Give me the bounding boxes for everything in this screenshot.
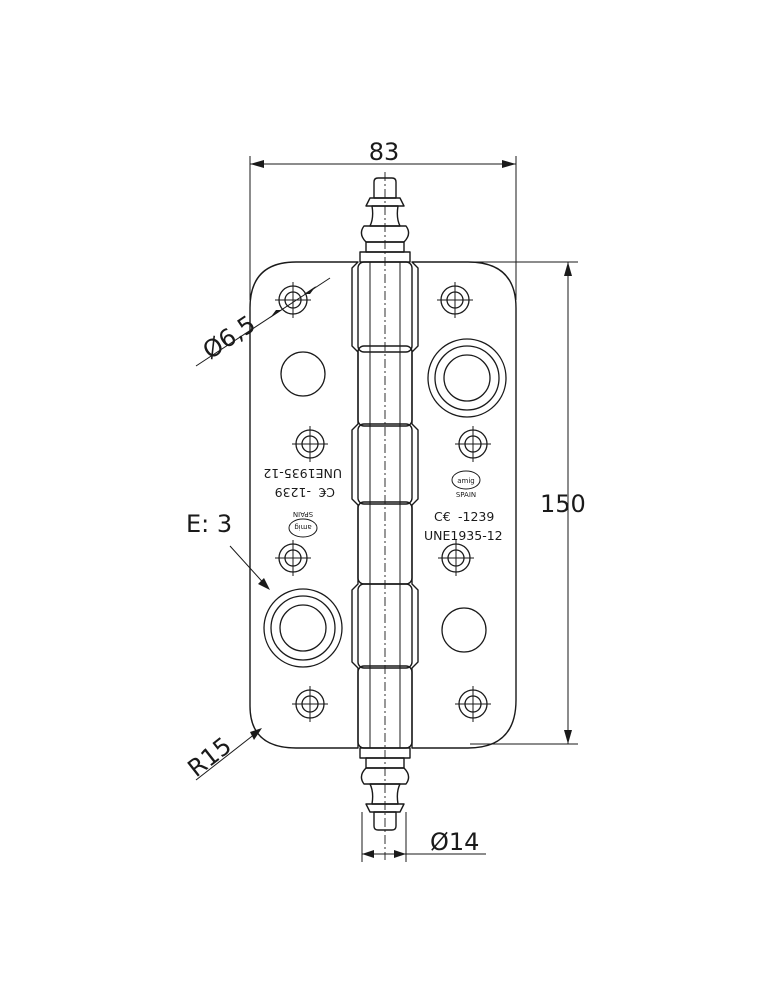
hole-diameter-label: Ø6,5 <box>198 310 261 365</box>
large-holes <box>263 338 507 668</box>
brand-logo: amig <box>288 518 318 538</box>
ce-mark: C€ <box>318 485 335 500</box>
security-pin-boss <box>427 338 507 418</box>
right-leaf <box>411 261 517 749</box>
markings-right: amig SPAIN C€ -1239 UNE1935-12 <box>424 470 503 543</box>
screw-hole <box>455 686 491 722</box>
screw-hole <box>292 686 328 722</box>
screw-holes <box>275 282 491 722</box>
screw-hole <box>275 540 311 576</box>
ce-number: -1239 <box>458 509 494 524</box>
top-finial <box>359 177 411 263</box>
left-leaf <box>249 261 359 749</box>
screw-hole <box>437 282 473 318</box>
svg-text:amig: amig <box>294 523 312 531</box>
markings-left: amig SPAIN C€ -1239 UNE1935-12 <box>263 466 342 538</box>
height-dimension: 150 <box>470 261 586 745</box>
radius-label: R15 <box>182 732 236 783</box>
height-label: 150 <box>540 490 586 518</box>
knuckle-diameter-label: Ø14 <box>430 828 479 856</box>
security-pin-hole <box>441 607 487 653</box>
screw-hole <box>292 426 328 462</box>
standard-mark: UNE1935-12 <box>263 466 342 481</box>
security-pin-hole <box>280 351 326 397</box>
width-label: 83 <box>369 138 400 166</box>
hinge-knuckles <box>357 172 413 860</box>
origin-mark: SPAIN <box>456 491 476 499</box>
knuckle-diameter-dimension: Ø14 <box>361 812 486 862</box>
brand-logo: amig <box>451 470 481 490</box>
ce-mark: C€ <box>434 509 451 524</box>
security-pin-boss <box>263 588 343 668</box>
screw-hole <box>275 282 311 318</box>
radius-dimension: R15 <box>182 728 262 783</box>
bottom-finial <box>359 747 411 831</box>
svg-text:amig: amig <box>457 477 475 485</box>
ce-number: -1239 <box>275 485 311 500</box>
screw-hole <box>455 426 491 462</box>
origin-mark: SPAIN <box>293 510 313 518</box>
thickness-label: E: 3 <box>186 510 232 538</box>
width-dimension: 83 <box>249 138 517 300</box>
thickness-dimension: E: 3 <box>186 510 270 590</box>
screw-hole <box>438 540 474 576</box>
standard-mark: UNE1935-12 <box>424 528 503 543</box>
